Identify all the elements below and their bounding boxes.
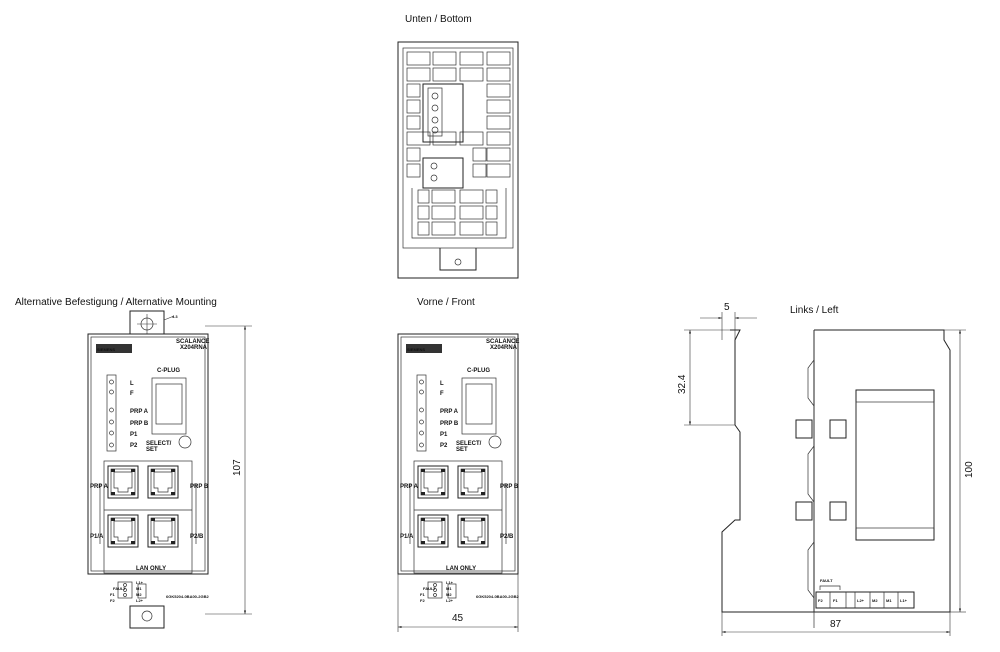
front-port-prpb: PRP B bbox=[500, 484, 519, 490]
dim-height-left: 100 bbox=[964, 461, 975, 478]
dim-depth-left: 87 bbox=[830, 619, 842, 630]
alt-select-1: SELECT/ bbox=[146, 441, 172, 447]
alt-port-prpb: PRP B bbox=[190, 484, 209, 490]
front-led-p1: P1 bbox=[440, 432, 448, 438]
left-term-m1: M1 bbox=[886, 598, 892, 603]
front-cplug: C-PLUG bbox=[467, 368, 490, 374]
bottom-view-title: Unten / Bottom bbox=[405, 14, 472, 25]
dim-upper-height: 32.4 bbox=[677, 374, 688, 394]
front-m2: M2 bbox=[446, 592, 452, 597]
alt-device-labels: SIEMENS SCALANCE X204RNA C-PLUG L F PRP … bbox=[90, 339, 209, 603]
alt-f1: F1 bbox=[110, 592, 115, 597]
front-f2: F2 bbox=[420, 598, 425, 603]
front-port-p2: P2/B bbox=[500, 534, 514, 540]
front-model-2: X204RNA bbox=[490, 345, 518, 351]
alt-port-p2: P2/B bbox=[190, 534, 204, 540]
alt-model-2: X204RNA bbox=[180, 345, 208, 351]
front-lan-only: LAN ONLY bbox=[446, 566, 476, 572]
alt-lan-only: LAN ONLY bbox=[136, 566, 166, 572]
dim-hole: 4.3 bbox=[172, 314, 178, 319]
front-view-title: Vorne / Front bbox=[417, 297, 475, 308]
alt-m1: M1 bbox=[136, 586, 142, 591]
alt-m2: M2 bbox=[136, 592, 142, 597]
front-model-1: SCALANCE bbox=[486, 339, 519, 345]
dim-width-front: 45 bbox=[452, 613, 464, 624]
left-view-title: Links / Left bbox=[790, 305, 839, 316]
dim-height-alt: 107 bbox=[232, 459, 243, 476]
alt-led-prpb: PRP B bbox=[130, 421, 149, 427]
alt-f2: F2 bbox=[110, 598, 115, 603]
alt-led-f: F bbox=[130, 391, 134, 397]
alt-view-title: Alternative Befestigung / Alternative Mo… bbox=[15, 297, 217, 308]
front-led-f: F bbox=[440, 391, 444, 397]
alt-order: 6GK5204-0BA00-2GB2 bbox=[166, 594, 209, 599]
alt-l2: L2+ bbox=[136, 598, 144, 603]
left-term-m2: M2 bbox=[872, 598, 878, 603]
alt-l1: L1+ bbox=[136, 580, 144, 585]
left-term-f1: F1 bbox=[833, 598, 838, 603]
alt-led-p1: P1 bbox=[130, 432, 138, 438]
front-select-2: SET bbox=[456, 447, 468, 453]
alt-port-p1: P1/A bbox=[90, 534, 104, 540]
left-fault: FAULT bbox=[820, 578, 833, 583]
front-led-prpa: PRP A bbox=[440, 409, 459, 415]
front-l2: L2+ bbox=[446, 598, 454, 603]
front-fault: FAULT bbox=[423, 586, 436, 591]
front-f1: F1 bbox=[420, 592, 425, 597]
alt-fault: FAULT bbox=[113, 586, 126, 591]
alt-model-1: SCALANCE bbox=[176, 339, 209, 345]
alt-cplug: C-PLUG bbox=[157, 368, 180, 374]
left-term-l2: L2+ bbox=[857, 598, 865, 603]
front-brand: SIEMENS bbox=[407, 347, 425, 352]
front-led-p2: P2 bbox=[440, 443, 448, 449]
dim-top-offset: 5 bbox=[724, 302, 730, 313]
alt-select-2: SET bbox=[146, 447, 158, 453]
front-led-l: L bbox=[440, 381, 444, 387]
front-port-p1: P1/A bbox=[400, 534, 414, 540]
front-led-prpb: PRP B bbox=[440, 421, 459, 427]
alt-mounting-view: Alternative Befestigung / Alternative Mo… bbox=[15, 297, 252, 629]
front-view: Vorne / Front 45 bbox=[398, 297, 518, 632]
left-view: Links / Left FAULT F2 F1 L2+ M2 M1 L1+ bbox=[677, 302, 975, 636]
bottom-view: Unten / Bottom bbox=[397, 14, 519, 279]
alt-led-p2: P2 bbox=[130, 443, 138, 449]
front-port-prpa: PRP A bbox=[400, 484, 419, 490]
left-term-f2: F2 bbox=[818, 598, 823, 603]
front-order: 6GK5204-0BA00-2GB2 bbox=[476, 594, 519, 599]
front-l1: L1+ bbox=[446, 580, 454, 585]
alt-led-prpa: PRP A bbox=[130, 409, 149, 415]
front-select-1: SELECT/ bbox=[456, 441, 482, 447]
alt-port-prpa: PRP A bbox=[90, 484, 109, 490]
front-device-labels: SIEMENS SCALANCE X204RNA C-PLUG L F PRP … bbox=[400, 339, 519, 603]
alt-brand: SIEMENS bbox=[97, 347, 115, 352]
left-term-l1: L1+ bbox=[900, 598, 908, 603]
alt-led-l: L bbox=[130, 381, 134, 387]
front-m1: M1 bbox=[446, 586, 452, 591]
